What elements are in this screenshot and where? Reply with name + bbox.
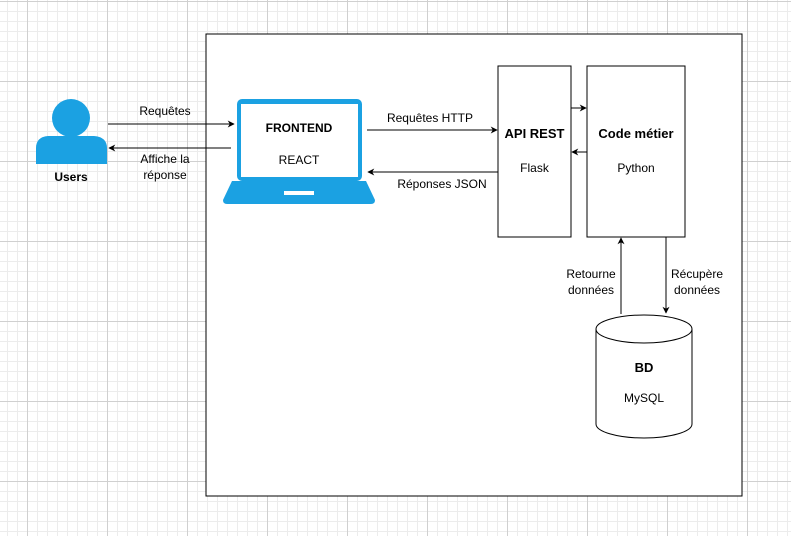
code-metier-tech: Python xyxy=(617,161,654,175)
database-tech: MySQL xyxy=(624,391,664,405)
database-cylinder[interactable] xyxy=(595,314,693,439)
edge-business-to-db-label-2: données xyxy=(674,283,720,297)
code-metier-title: Code métier xyxy=(598,126,673,141)
edge-api-to-frontend-label: Réponses JSON xyxy=(397,177,486,191)
edge-business-to-db-label-1: Récupère xyxy=(671,267,723,281)
code-metier-box[interactable] xyxy=(586,65,686,238)
edge-frontend-to-users-label-2: réponse xyxy=(143,168,187,182)
edge-frontend-to-api-label: Requêtes HTTP xyxy=(387,111,473,125)
frontend-tech: REACT xyxy=(279,153,320,167)
api-rest-box[interactable] xyxy=(497,65,572,238)
edge-db-to-business-label-2: données xyxy=(568,283,614,297)
edge-db-to-business-label-1: Retourne xyxy=(566,267,616,281)
api-rest-title: API REST xyxy=(505,126,565,141)
users-label: Users xyxy=(54,170,88,184)
laptop-icon xyxy=(223,99,375,204)
edge-frontend-to-users-label-1: Affiche la xyxy=(140,152,189,166)
user-icon xyxy=(36,99,107,164)
frontend-title: FRONTEND xyxy=(266,121,333,135)
api-rest-tech: Flask xyxy=(520,161,550,175)
database-title: BD xyxy=(635,360,654,375)
edge-users-to-frontend-label: Requêtes xyxy=(139,104,190,118)
